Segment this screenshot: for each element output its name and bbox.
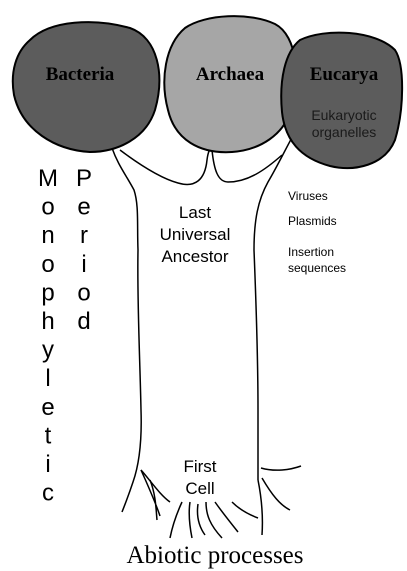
tree-branch-inner <box>120 148 282 184</box>
luca-label-line3: Ancestor <box>161 247 228 266</box>
eukaryotic-organelles-label-line1: Eukaryotic <box>311 107 376 123</box>
luca-label-line2: Universal <box>160 225 231 244</box>
insertion-sequences-label-line2: sequences <box>288 261 346 275</box>
monophyletic-letter: c <box>42 480 54 507</box>
abiotic-processes-label: Abiotic processes <box>126 542 303 569</box>
monophyletic-letter: h <box>41 308 54 335</box>
monophyletic-letter: o <box>41 194 54 221</box>
first-cell-label-line2: Cell <box>185 479 214 498</box>
monophyletic-letter: l <box>45 365 50 392</box>
monophyletic-letter: M <box>38 165 58 192</box>
period-letter: d <box>77 308 90 335</box>
period-letter: r <box>80 222 88 249</box>
viruses-label: Viruses <box>288 189 328 203</box>
insertion-sequences-label-line1: Insertion <box>288 245 334 259</box>
luca-label-line1: Last <box>179 203 211 222</box>
plasmids-label: Plasmids <box>288 214 337 228</box>
period-letter: e <box>77 194 90 221</box>
monophyletic-letter: i <box>45 451 50 478</box>
monophyletic-letter: e <box>41 394 54 421</box>
eukaryotic-organelles-label-line2: organelles <box>312 124 377 140</box>
monophyletic-letter: n <box>41 222 54 249</box>
bacteria-domain-blob <box>13 22 160 152</box>
bacteria-label: Bacteria <box>46 64 115 85</box>
monophyletic-letter: p <box>41 279 54 306</box>
monophyletic-letter: o <box>41 251 54 278</box>
eucarya-label: Eucarya <box>310 64 379 85</box>
tree-trunk-right <box>254 132 295 480</box>
period-letter: i <box>81 251 86 278</box>
eucarya-domain-blob <box>281 33 402 168</box>
period-letter: P <box>76 165 92 192</box>
monophyletic-letter: t <box>45 422 52 449</box>
archaea-label: Archaea <box>196 64 265 85</box>
first-cell-label-line1: First <box>183 457 216 476</box>
period-letter: o <box>77 279 90 306</box>
monophyletic-letter: y <box>42 337 54 364</box>
